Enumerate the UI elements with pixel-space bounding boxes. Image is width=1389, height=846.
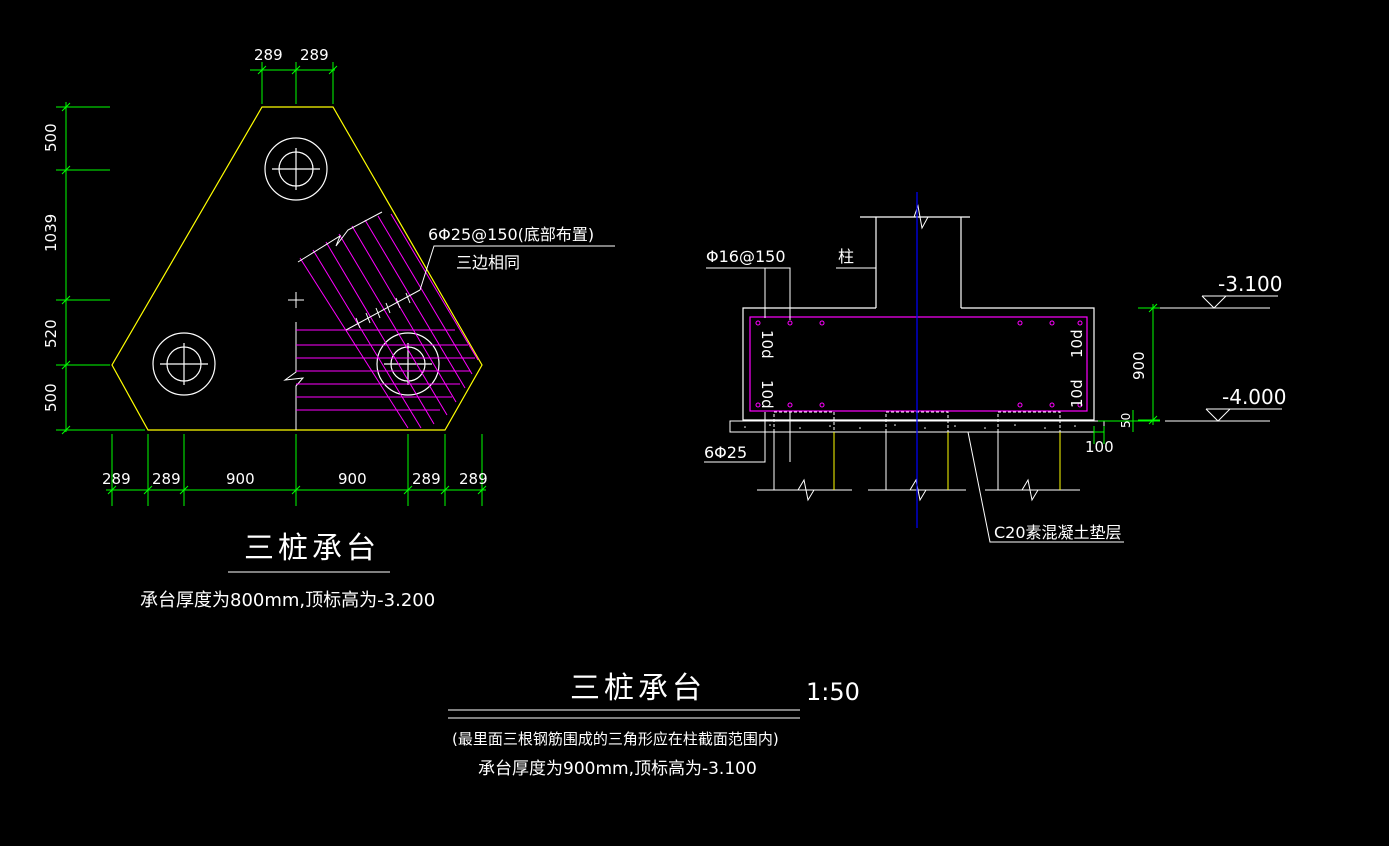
- dim-left-2: 1039: [42, 214, 60, 252]
- rebar-leader-ticks: [355, 292, 411, 329]
- stirrup-leader: [706, 267, 791, 320]
- bottom-bar-label: 6Φ25: [704, 443, 747, 462]
- pile-cap-outline: [111, 106, 483, 431]
- dim-left-4: 500: [42, 383, 60, 412]
- pad-leader: [967, 431, 1124, 543]
- bottom-bar-leader: [704, 412, 766, 463]
- dim-top: [250, 62, 338, 104]
- anchor-label-tr: 10d: [1068, 329, 1086, 358]
- column-break: [905, 204, 935, 230]
- elevation-top: [1150, 295, 1278, 309]
- rebar-horizontal: [296, 329, 475, 411]
- center-mark: [288, 292, 304, 308]
- dim-bottom: [106, 434, 487, 506]
- dim-section: [1093, 303, 1160, 444]
- dim-top-2: 289: [300, 46, 329, 64]
- piles-below: [757, 432, 1080, 491]
- dim-left-3: 520: [42, 319, 60, 348]
- rebar-cage: [749, 316, 1088, 412]
- rebar-note: 三边相同: [456, 253, 520, 272]
- rebar-label-leader: [419, 245, 615, 291]
- anchor-label-br: 10d: [1068, 379, 1086, 408]
- dim-section-height: 900: [1130, 351, 1148, 380]
- dim-top-1: 289: [254, 46, 283, 64]
- rebar-dots: [755, 320, 1083, 408]
- footer-scale: 1:50: [806, 678, 860, 706]
- dim-bottom-4: 900: [338, 470, 367, 488]
- footer-note-1: (最里面三根钢筋围成的三角形应在柱截面范围内): [452, 730, 779, 748]
- dim-left: [56, 102, 145, 435]
- dim-section-pad: 50: [1119, 413, 1133, 428]
- elevation-bottom: [1165, 408, 1282, 422]
- pile-break-marks: [797, 478, 1039, 502]
- stirrup-label: Φ16@150: [706, 247, 786, 266]
- column-label: 柱: [838, 247, 854, 266]
- dim-bottom-1: 289: [102, 470, 131, 488]
- dim-bottom-5: 289: [412, 470, 441, 488]
- rebar-break-line: [297, 211, 383, 263]
- dim-bottom-3: 900: [226, 470, 255, 488]
- dim-bottom-6: 289: [459, 470, 488, 488]
- rebar-diagonal: [299, 213, 479, 429]
- rebar-leader: [345, 289, 421, 331]
- cap-section-outline: [742, 307, 1095, 421]
- pile-lines-yellow: [833, 432, 1061, 490]
- pile-top: [264, 137, 328, 201]
- pile-cap-plan: 6Φ25@150(底部布置) 三边相同 289 289: [42, 46, 615, 611]
- footer-title: 三桩承台: [570, 671, 706, 706]
- dim-bottom-2: 289: [152, 470, 181, 488]
- elevation-bottom-label: -4.000: [1222, 385, 1286, 409]
- plan-subtitle: 承台厚度为800mm,顶标高为-3.200: [140, 590, 435, 611]
- anchor-label-tl: 10d: [758, 330, 776, 359]
- rebar-label: 6Φ25@150(底部布置): [428, 225, 594, 244]
- section-break-line: [283, 322, 305, 430]
- dim-section-side: 100: [1085, 438, 1114, 456]
- pile-left: [152, 332, 216, 396]
- pile-cap-section: 10d 10d 10d 10d: [704, 192, 1286, 543]
- pad-label: C20素混凝土垫层: [994, 523, 1122, 542]
- elevation-top-label: -3.100: [1218, 272, 1282, 296]
- plan-title: 三桩承台: [244, 531, 380, 566]
- column-outline: [860, 216, 970, 308]
- footer-title-block: 三桩承台 1:50 (最里面三根钢筋围成的三角形应在柱截面范围内) 承台厚度为9…: [448, 671, 860, 779]
- pad-speckle: [744, 424, 1076, 429]
- dim-left-1: 500: [42, 123, 60, 152]
- footer-note-2: 承台厚度为900mm,顶标高为-3.100: [478, 759, 757, 779]
- anchor-label-bl: 10d: [758, 380, 776, 409]
